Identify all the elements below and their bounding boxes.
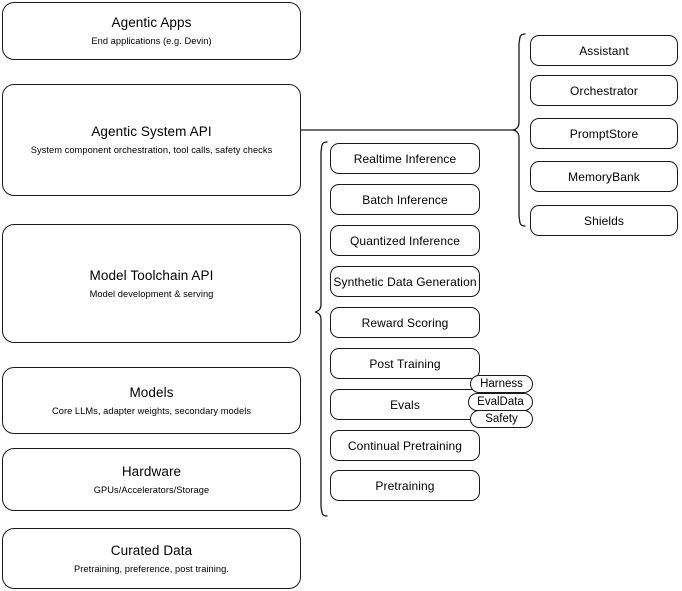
system-component-promptstore[interactable]: PromptStore <box>530 118 678 149</box>
chip-label: MemoryBank <box>568 169 640 184</box>
chip-label: Pretraining <box>375 478 435 493</box>
brace-toolchain-components <box>314 141 328 517</box>
system-component-memorybank[interactable]: MemoryBank <box>530 161 678 192</box>
layer-hardware[interactable]: Hardware GPUs/Accelerators/Storage <box>2 448 301 511</box>
toolchain-post-training[interactable]: Post Training <box>330 348 480 379</box>
chip-label: Reward Scoring <box>361 315 449 330</box>
toolchain-synthetic-data-generation[interactable]: Synthetic Data Generation <box>330 266 480 297</box>
layer-title: Curated Data <box>110 542 193 558</box>
layer-title: Model Toolchain API <box>89 267 214 283</box>
system-component-orchestrator[interactable]: Orchestrator <box>530 75 678 106</box>
chip-label: Post Training <box>369 356 441 371</box>
layer-curated-data[interactable]: Curated Data Pretraining, preference, po… <box>2 528 301 589</box>
layer-title: Hardware <box>121 463 182 479</box>
layer-subtitle: GPUs/Accelerators/Storage <box>93 484 210 495</box>
layer-subtitle: Model development & serving <box>89 288 214 299</box>
chip-label: Shields <box>583 213 625 228</box>
toolchain-batch-inference[interactable]: Batch Inference <box>330 184 480 215</box>
eval-subcomponent-evaldata[interactable]: EvalData <box>468 393 533 411</box>
eval-subcomponent-safety[interactable]: Safety <box>470 410 533 428</box>
layer-agentic-apps[interactable]: Agentic Apps End applications (e.g. Devi… <box>2 2 301 60</box>
chip-label: Continual Pretraining <box>347 438 463 453</box>
pill-label: Safety <box>485 413 518 425</box>
toolchain-pretraining[interactable]: Pretraining <box>330 470 480 501</box>
layer-title: Agentic System API <box>91 124 212 139</box>
eval-subcomponent-harness[interactable]: Harness <box>470 375 533 393</box>
layer-title: Agentic Apps <box>111 15 192 30</box>
layer-subtitle: System component orchestration, tool cal… <box>30 145 273 155</box>
chip-label: Orchestrator <box>570 83 638 98</box>
chip-label: Batch Inference <box>362 192 448 207</box>
toolchain-quantized-inference[interactable]: Quantized Inference <box>330 225 480 256</box>
system-component-assistant[interactable]: Assistant <box>530 35 678 66</box>
system-component-shields[interactable]: Shields <box>530 205 678 236</box>
chip-label: Synthetic Data Generation <box>333 274 477 289</box>
toolchain-realtime-inference[interactable]: Realtime Inference <box>330 143 480 174</box>
layer-models[interactable]: Models Core LLMs, adapter weights, secon… <box>2 367 301 434</box>
layer-subtitle: Pretraining, preference, post training. <box>74 563 229 574</box>
layer-title: Models <box>129 384 174 400</box>
toolchain-reward-scoring[interactable]: Reward Scoring <box>330 307 480 338</box>
toolchain-continual-pretraining[interactable]: Continual Pretraining <box>330 430 480 461</box>
pill-label: Harness <box>480 378 523 390</box>
chip-label: Evals <box>390 397 420 412</box>
chip-label: Realtime Inference <box>353 151 457 166</box>
brace-system-components <box>512 33 526 227</box>
layer-model-toolchain-api[interactable]: Model Toolchain API Model development & … <box>2 224 301 343</box>
chip-label: PromptStore <box>569 126 639 141</box>
chip-label: Quantized Inference <box>350 233 460 248</box>
layer-subtitle: End applications (e.g. Devin) <box>91 36 212 46</box>
pill-label: EvalData <box>477 396 524 408</box>
chip-label: Assistant <box>579 43 629 58</box>
layer-subtitle: Core LLMs, adapter weights, secondary mo… <box>51 405 252 416</box>
toolchain-evals[interactable]: Evals <box>330 389 480 420</box>
layer-agentic-system-api[interactable]: Agentic System API System component orch… <box>2 84 301 196</box>
